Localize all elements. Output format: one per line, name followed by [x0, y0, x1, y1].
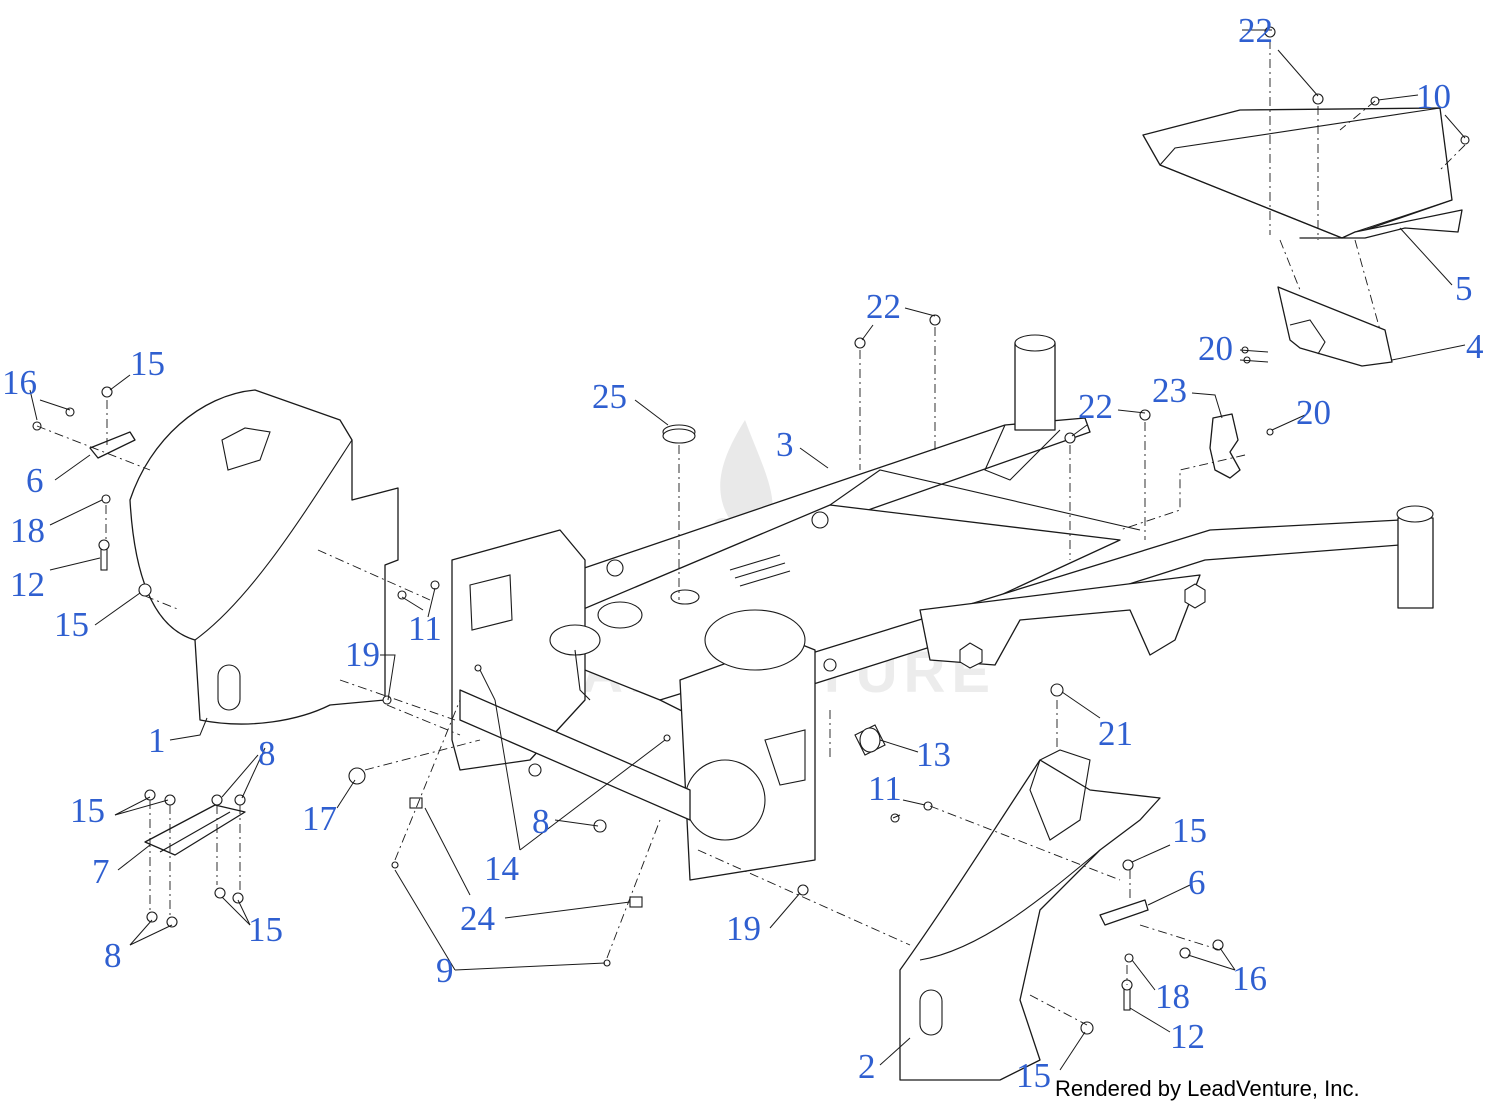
callout-6-a: 6 — [26, 461, 44, 500]
callout-17: 17 — [302, 799, 337, 838]
credit-text: Rendered by LeadVenture, Inc. — [1055, 1076, 1360, 1101]
callout-19-b: 19 — [726, 909, 761, 948]
callout-25: 25 — [592, 377, 627, 416]
callout-12-b: 12 — [1170, 1017, 1205, 1056]
callout-22-mid: 22 — [866, 287, 901, 326]
callout-12-a: 12 — [10, 565, 45, 604]
callout-10: 10 — [1416, 77, 1451, 116]
callout-24: 24 — [460, 899, 495, 938]
callout-8-a: 8 — [258, 734, 276, 773]
part-frame-3 — [451, 334, 1434, 881]
callout-9: 9 — [436, 951, 454, 990]
assembly-lines — [36, 40, 1466, 1026]
callout-18-a: 18 — [10, 511, 45, 550]
part-plate-7 — [144, 804, 246, 856]
callout-11-a: 11 — [408, 609, 442, 648]
callout-15-f: 15 — [1016, 1056, 1051, 1095]
hardware — [32, 26, 1470, 1035]
part-fender-1 — [129, 389, 399, 725]
callout-20-right: 20 — [1296, 393, 1331, 432]
callout-22-top: 22 — [1238, 11, 1273, 50]
part-shield-5 — [1142, 107, 1463, 239]
leader-lines — [29, 29, 1466, 1071]
callout-8-c: 8 — [532, 802, 550, 841]
callout-15-c: 15 — [70, 791, 105, 830]
callout-15-b: 15 — [54, 605, 89, 644]
part-bracket-6 — [89, 431, 1149, 926]
callout-21: 21 — [1098, 714, 1133, 753]
part-grommet-25 — [662, 424, 696, 444]
callout-15-d: 15 — [248, 910, 283, 949]
callout-19-a: 19 — [345, 635, 380, 674]
callout-4: 4 — [1466, 327, 1484, 366]
callout-6-b: 6 — [1188, 863, 1206, 902]
callout-14: 14 — [484, 849, 519, 888]
callout-16-a: 16 — [2, 363, 37, 402]
callout-11-b: 11 — [868, 769, 902, 808]
callout-23: 23 — [1152, 371, 1187, 410]
callout-22-right: 22 — [1078, 387, 1113, 426]
part-fender-2 — [899, 749, 1161, 1081]
callout-8-b: 8 — [104, 936, 122, 975]
callout-2: 2 — [858, 1047, 876, 1086]
part-fitting-13 — [854, 724, 886, 756]
callout-3: 3 — [776, 425, 794, 464]
part-plate-4 — [1277, 286, 1393, 367]
callout-15-a: 15 — [130, 344, 165, 383]
callout-15-e: 15 — [1172, 811, 1207, 850]
callout-5: 5 — [1455, 269, 1473, 308]
callout-7: 7 — [92, 852, 110, 891]
callout-1: 1 — [148, 721, 166, 760]
callouts: 22 10 5 4 20 23 20 22 22 3 25 15 16 6 18… — [2, 11, 1484, 1095]
callout-20-left: 20 — [1198, 329, 1233, 368]
part-bracket-23 — [1209, 413, 1241, 479]
callout-13: 13 — [916, 735, 951, 774]
callout-18-b: 18 — [1155, 977, 1190, 1016]
callout-16-b: 16 — [1232, 959, 1267, 998]
